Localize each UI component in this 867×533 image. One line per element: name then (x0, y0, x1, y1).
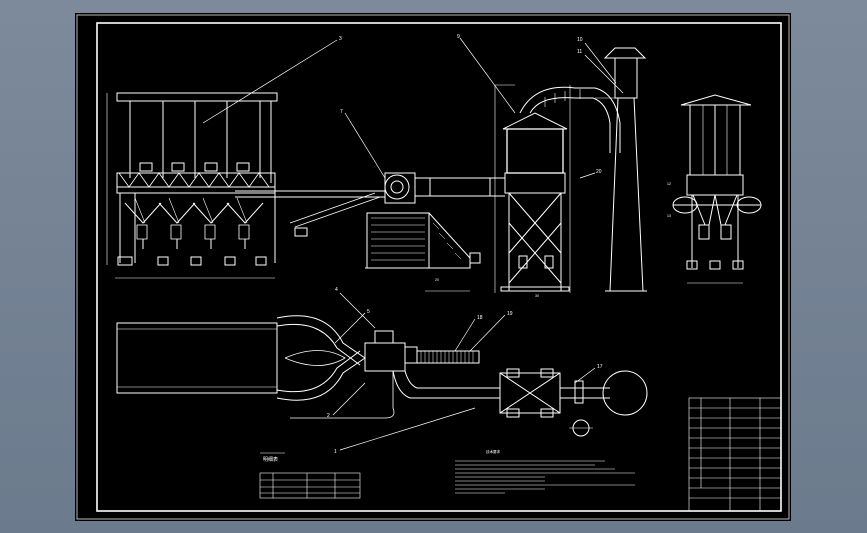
label-9: 9 (457, 34, 460, 40)
dim-20: 20 (435, 278, 439, 282)
technical-notes: 技术要求 (455, 449, 635, 494)
outer-border (76, 14, 790, 520)
label-18: 18 (477, 315, 483, 321)
label-5: 5 (367, 309, 370, 315)
dim-30: 30 (535, 294, 539, 298)
title-block (688, 397, 782, 512)
main-duct (235, 172, 505, 228)
drawing-sheet: 3 7 9 (75, 13, 791, 521)
fan-foundation (294, 212, 481, 292)
plan-view (116, 315, 648, 437)
label-17: 17 (597, 364, 603, 370)
label-1: 1 (334, 449, 337, 455)
label-2: 2 (327, 413, 330, 419)
label-13: 13 (667, 214, 671, 218)
chimney (595, 47, 647, 292)
label-10: 10 (577, 37, 583, 43)
label-11: 11 (577, 49, 582, 55)
notes-title: 技术要求 (486, 449, 500, 454)
label-19: 19 (507, 311, 513, 317)
label-20: 20 (596, 169, 602, 175)
middle-tower (494, 84, 571, 293)
label-3: 3 (339, 36, 342, 42)
label-7: 7 (340, 109, 343, 115)
label-4: 4 (335, 287, 338, 293)
cad-drawing: 3 7 9 (76, 14, 790, 520)
inner-border (96, 22, 782, 512)
bag-filter-house (106, 92, 278, 279)
label-12: 12 (667, 182, 671, 186)
side-view-filter (672, 94, 762, 284)
parameter-table: 明细表 (259, 452, 361, 499)
table-title: 明细表 (263, 456, 278, 463)
